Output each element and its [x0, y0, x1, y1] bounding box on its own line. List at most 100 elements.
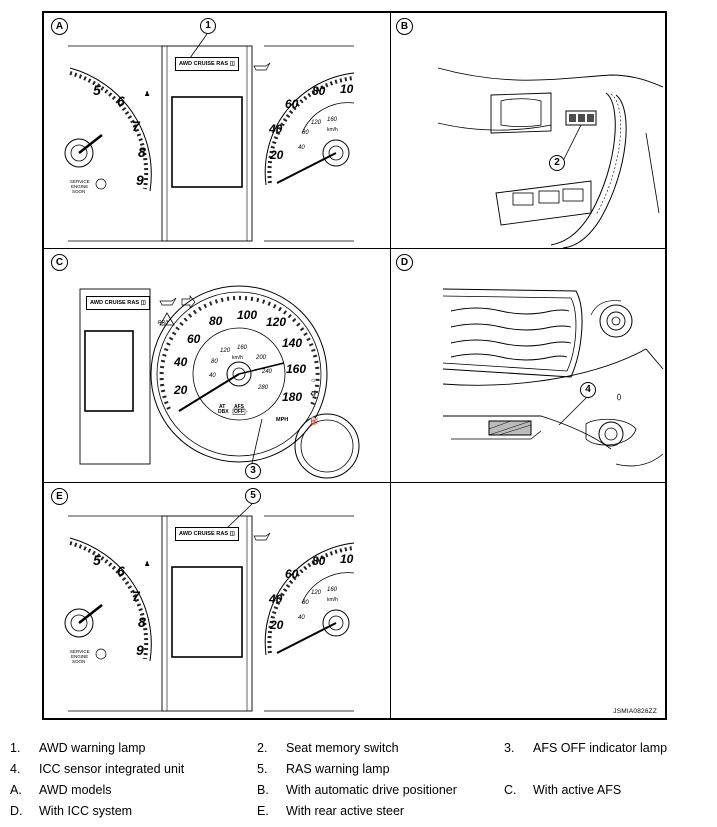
service-text: SERVICE	[70, 649, 90, 654]
callout-1: 1	[200, 18, 216, 34]
speedo-number: 20	[269, 618, 284, 632]
legend-key: E.	[257, 804, 269, 818]
mph-number: 120	[266, 315, 286, 329]
kmh-number: 80	[302, 600, 309, 606]
tacho-number: 6	[117, 563, 125, 579]
kmh-number: 40	[209, 373, 216, 379]
divider-horizontal-1	[44, 248, 665, 249]
mph-number: 160	[286, 362, 306, 376]
mph-number: 100	[237, 308, 257, 322]
seatbelt-icon: ♟	[144, 90, 150, 98]
display-screen	[171, 566, 243, 658]
lamp-strip-text: AWD CRUISE RAS	[179, 531, 229, 537]
speedo-number: 60	[285, 97, 299, 111]
ras-lamp-strip: AWD CRUISE RAS ◫	[175, 527, 239, 541]
oil-pressure-icon	[253, 62, 271, 71]
kmh-number: 80	[302, 130, 309, 136]
mph-number: 80	[209, 314, 223, 328]
mph-number: 140	[282, 336, 302, 350]
divider-horizontal-2	[44, 482, 665, 483]
service-indicator-icon	[95, 178, 107, 190]
kmh-number: 40	[298, 615, 305, 621]
legend-text: With active AFS	[533, 783, 622, 797]
legend-key: A.	[10, 783, 22, 797]
kmh-unit: km/h	[327, 597, 338, 603]
mph-number: 180	[282, 390, 302, 404]
turn-signal-icon	[181, 295, 196, 309]
cluster-a-drawing: 5 6 7 8 9 20 40 60 80 10 40 80 120 160 k…	[64, 33, 355, 242]
cluster-c-drawing: 20 40 60 80 100 120 140 160 180 40 80 12…	[79, 285, 360, 479]
kmh-number: 160	[327, 587, 338, 593]
mph-number: 20	[173, 383, 188, 397]
lamp-strip-text: AWD CRUISE RAS	[90, 300, 140, 306]
at-text: AT	[219, 404, 225, 410]
tacho-number: 8	[138, 144, 146, 160]
battery-icon: ◫	[140, 300, 146, 306]
tacho-number: 8	[138, 614, 146, 630]
callout-4: 4	[580, 382, 596, 398]
front-bumper-drawing	[442, 288, 664, 467]
tacho-number: 5	[93, 82, 101, 98]
diagram-frame: A 1 AWD CRUISE RAS ◫	[42, 11, 667, 720]
mph-number: 40	[173, 355, 188, 369]
panel-c: C 3 AWD CRUISE RAS ◫ 20 40 60 80 100	[44, 249, 390, 482]
service-text: ENGINE	[71, 184, 88, 189]
panel-d: D 4	[391, 249, 665, 482]
panel-letter-a: A	[51, 18, 68, 35]
warning-triangle-icon	[159, 312, 175, 326]
service-indicator-icon	[95, 648, 107, 660]
kmh-number: 80	[211, 359, 218, 365]
callout-3: 3	[245, 463, 261, 479]
panel-letter-d: D	[396, 254, 413, 271]
afs-text: OFF	[234, 409, 244, 415]
speedo-number: 80	[312, 554, 326, 568]
legend-text: AWD models	[39, 783, 112, 797]
afs-text: AFS	[234, 404, 245, 410]
kmh-number: 200	[255, 355, 267, 361]
kmh-number: 120	[220, 348, 231, 354]
legend-key: B.	[257, 783, 269, 797]
speedo-number: 40	[268, 592, 283, 606]
speedo-number: 40	[268, 122, 283, 136]
display-screen	[84, 330, 134, 412]
at-text: DBX	[218, 409, 229, 415]
display-screen	[171, 96, 243, 188]
tacho-number: 9	[136, 642, 144, 658]
callout-2: 2	[549, 155, 565, 171]
kmh-number: 160	[327, 117, 338, 123]
indicator-text: RR/I	[158, 320, 168, 326]
service-text: SOON	[72, 659, 85, 664]
panel-letter-b: B	[396, 18, 413, 35]
tacho-number: 7	[132, 118, 141, 134]
kmh-number: 160	[237, 345, 248, 351]
legend-key: D.	[10, 804, 23, 818]
legend-text: ICC sensor integrated unit	[39, 762, 185, 776]
kmh-number: 120	[311, 120, 322, 126]
kmh-unit: km/h	[327, 127, 338, 133]
oil-pressure-icon	[253, 532, 271, 541]
speedo-number: 80	[312, 84, 326, 98]
door-trim-drawing	[437, 67, 664, 248]
service-text: SERVICE	[70, 179, 90, 184]
legend-key: C.	[504, 783, 517, 797]
panel-b: B 2	[391, 13, 665, 248]
kmh-number: 240	[261, 369, 273, 375]
fuel-icon: ⛽	[310, 416, 319, 425]
tacho-number: 5	[93, 552, 101, 568]
legend-text: RAS warning lamp	[286, 762, 390, 776]
legend-text: With rear active steer	[286, 804, 405, 818]
speedo-number: 10	[340, 552, 354, 566]
battery-icon: ◫	[229, 61, 235, 67]
awd-lamp-strip: AWD CRUISE RAS ◫	[86, 296, 150, 310]
kmh-number: 40	[298, 145, 305, 151]
speedo-number: 20	[269, 148, 284, 162]
divider-vertical	[390, 13, 391, 718]
battery-icon: ◫	[229, 531, 235, 537]
afs-off-indicator-lamp	[232, 408, 246, 415]
tacho-number: 7	[132, 588, 141, 604]
kmh-unit: km/h	[232, 355, 243, 361]
legend-text: With ICC system	[39, 804, 133, 818]
callout-5: 5	[245, 488, 261, 504]
kmh-number: 280	[257, 385, 269, 391]
legend-key: 4.	[10, 762, 21, 776]
